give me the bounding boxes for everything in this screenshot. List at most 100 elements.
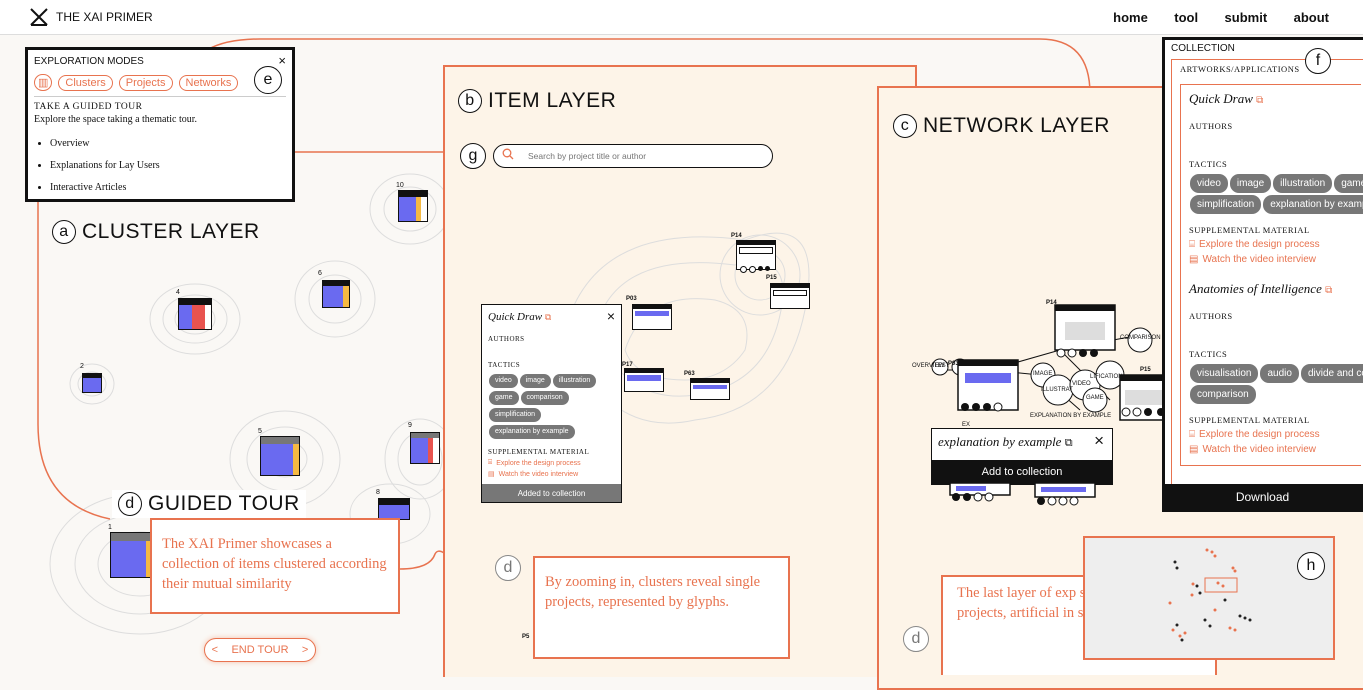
collection-panel: COLLECTION f ARTWORKS/APPLICATIONS Quick… bbox=[1162, 37, 1363, 512]
tactic-chip[interactable]: audio bbox=[1260, 364, 1299, 383]
tour-prev-button[interactable]: < bbox=[211, 644, 219, 656]
end-tour-button[interactable]: END TOUR bbox=[231, 644, 289, 656]
card-design-link[interactable]: ⌸Explore the design process bbox=[488, 459, 581, 467]
item-glyph-p63[interactable] bbox=[690, 378, 730, 400]
node-explanation-by-example[interactable]: EXPLANATION BY EXAMPLE bbox=[1030, 413, 1112, 419]
external-link-icon[interactable]: ⧉ bbox=[1064, 437, 1073, 449]
label-a: a bbox=[52, 220, 76, 244]
cluster-glyph-2[interactable] bbox=[82, 373, 102, 393]
pill-projects[interactable]: Projects bbox=[118, 74, 173, 91]
node-p14[interactable]: P14 bbox=[1046, 300, 1057, 306]
cluster-glyph-4[interactable] bbox=[178, 298, 212, 330]
external-link-icon[interactable]: ⧉ bbox=[1256, 95, 1264, 106]
modes-close-icon[interactable]: × bbox=[278, 53, 286, 68]
tactic-chip[interactable]: game bbox=[1334, 174, 1363, 193]
popup-close-icon[interactable]: × bbox=[1094, 431, 1104, 450]
label-e: e bbox=[254, 66, 282, 94]
tactic-chip[interactable]: comparison bbox=[520, 391, 569, 405]
tactic-chip[interactable]: illustration bbox=[552, 374, 597, 388]
tactic-chip[interactable]: explanation by example bbox=[1263, 195, 1363, 214]
node-image[interactable]: IMAGE bbox=[1033, 371, 1053, 377]
label-g: g bbox=[460, 143, 486, 169]
pill-clusters[interactable]: Clusters bbox=[58, 74, 113, 91]
label-d-3: d bbox=[903, 626, 929, 652]
top-nav: home tool submit about bbox=[1091, 9, 1329, 27]
logo-icon[interactable] bbox=[30, 8, 48, 31]
cluster-glyph-6[interactable] bbox=[322, 280, 350, 308]
design-process-icon: ⌸ bbox=[488, 459, 493, 466]
label-f: f bbox=[1305, 48, 1331, 74]
tactic-chip[interactable]: video bbox=[1190, 174, 1228, 193]
node-illustration[interactable]: ILLUSTRAT bbox=[1041, 387, 1073, 393]
cluster-glyph-8[interactable] bbox=[378, 498, 410, 520]
tour-lay-users[interactable]: Explanations for Lay Users bbox=[50, 155, 286, 177]
collection-video-link[interactable]: ▤Watch the video interview bbox=[1189, 254, 1317, 265]
card-close-icon[interactable]: × bbox=[606, 308, 615, 324]
tactic-chip[interactable]: game bbox=[489, 391, 519, 405]
card-video-link[interactable]: ▤Watch the video interview bbox=[488, 470, 579, 479]
collection-item-tactics-label: TACTICS bbox=[1189, 349, 1228, 359]
cluster-glyph-9[interactable] bbox=[410, 432, 440, 464]
node-p15[interactable]: P15 bbox=[1140, 367, 1151, 373]
node-comparison[interactable]: COMPARISON bbox=[1120, 335, 1161, 341]
collection-video-link[interactable]: ▤Watch the video interview bbox=[1189, 444, 1317, 455]
label-h: h bbox=[1297, 552, 1325, 580]
node-ex[interactable]: EX bbox=[962, 422, 971, 428]
collection-design-link[interactable]: ⌸Explore the design process bbox=[1189, 429, 1320, 440]
item-glyph-p14[interactable] bbox=[736, 240, 776, 273]
network-glyph-bottoms bbox=[949, 483, 1096, 506]
nav-about[interactable]: about bbox=[1293, 10, 1329, 25]
popup-title-row: explanation by example ⧉ bbox=[932, 429, 1112, 455]
added-to-collection-button[interactable]: Added to collection bbox=[482, 484, 621, 502]
design-process-icon: ⌸ bbox=[1189, 239, 1195, 250]
label-b: b bbox=[458, 89, 482, 113]
tour-next-button[interactable]: > bbox=[301, 644, 309, 656]
card-title[interactable]: Quick Draw bbox=[488, 311, 543, 323]
network-layer-title: c NETWORK LAYER bbox=[893, 114, 1110, 138]
tactic-chip[interactable]: image bbox=[1229, 174, 1272, 193]
tactic-chip[interactable]: simplification bbox=[1190, 195, 1262, 214]
collection-item-title[interactable]: Anatomies of Intelligence bbox=[1189, 281, 1322, 296]
tactic-chip[interactable]: divide and con bbox=[1300, 364, 1363, 383]
item-glyph-p03[interactable] bbox=[632, 304, 672, 330]
tour-overview[interactable]: Overview bbox=[50, 133, 286, 155]
external-link-icon[interactable]: ⧉ bbox=[544, 312, 552, 322]
tour-interactive-articles[interactable]: Interactive Articles bbox=[50, 177, 286, 199]
item-glyph-p17[interactable] bbox=[624, 368, 664, 392]
film-icon: ▤ bbox=[1189, 254, 1199, 265]
external-link-icon[interactable]: ⧉ bbox=[1325, 285, 1333, 296]
collection-item-title-row: Anatomies of Intelligence ⧉ bbox=[1189, 281, 1353, 297]
tactic-chip[interactable]: explanation by example bbox=[489, 425, 575, 439]
cluster-glyph-10[interactable] bbox=[398, 190, 428, 222]
tactic-chip[interactable]: image bbox=[519, 374, 551, 388]
nav-submit[interactable]: submit bbox=[1224, 10, 1268, 25]
search-input[interactable] bbox=[526, 150, 760, 162]
cluster-glyph-5[interactable] bbox=[260, 436, 300, 476]
node-simplification[interactable]: LIFICATION bbox=[1090, 374, 1123, 380]
collection-design-link[interactable]: ⌸Explore the design process bbox=[1189, 239, 1320, 250]
map-mode-icon[interactable]: ▥ bbox=[34, 74, 53, 91]
nav-tool[interactable]: tool bbox=[1174, 10, 1199, 25]
tactic-chip[interactable]: illustration bbox=[1273, 174, 1333, 193]
tactic-chip[interactable]: comparison bbox=[1190, 385, 1256, 404]
guided-tour-title: d GUIDED TOUR bbox=[112, 490, 306, 518]
card-supp-label: SUPPLEMENTAL MATERIAL bbox=[488, 448, 590, 456]
item-glyph-p15[interactable] bbox=[770, 283, 810, 309]
design-process-icon: ⌸ bbox=[1189, 429, 1195, 440]
node-video[interactable]: VIDEO bbox=[1072, 381, 1091, 387]
node-test[interactable]: TEST bbox=[934, 363, 950, 369]
nav-home[interactable]: home bbox=[1113, 10, 1148, 25]
card-title-row: Quick Draw ⧉ bbox=[488, 311, 615, 323]
node-p03[interactable]: P03 bbox=[948, 361, 959, 367]
minimap[interactable]: h bbox=[1083, 536, 1335, 660]
node-overview[interactable]: OVERVIEW bbox=[912, 363, 945, 369]
tactic-chip[interactable]: simplification bbox=[489, 408, 542, 422]
collection-item-title[interactable]: Quick Draw bbox=[1189, 91, 1253, 106]
tour-note-2: By zooming in, clusters reveal single pr… bbox=[533, 556, 790, 659]
node-game[interactable]: GAME bbox=[1086, 395, 1104, 401]
tactic-chip[interactable]: video bbox=[489, 374, 518, 388]
download-button[interactable]: Download bbox=[1162, 484, 1363, 510]
tactic-chip[interactable]: visualisation bbox=[1190, 364, 1259, 383]
add-to-collection-button[interactable]: Add to collection bbox=[932, 460, 1112, 484]
pill-networks[interactable]: Networks bbox=[178, 74, 239, 91]
